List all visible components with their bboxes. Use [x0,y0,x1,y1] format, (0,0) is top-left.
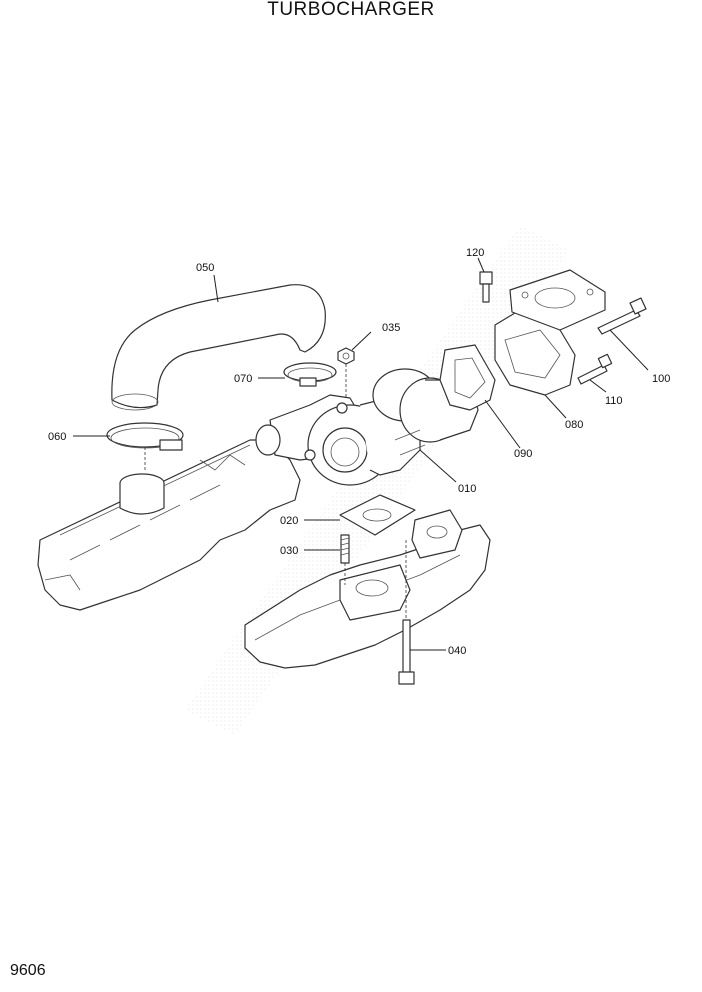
callout-090: 090 [514,448,532,460]
callout-050: 050 [196,262,214,274]
intake-manifold [37,439,301,611]
callout-020: 020 [280,515,298,527]
exhaust-manifold [244,509,491,669]
bolt-110 [577,353,613,385]
callout-040: 040 [448,645,466,657]
callout-010: 010 [458,483,476,495]
callout-120: 120 [466,247,484,259]
hose-clamp-060 [106,422,184,470]
callout-070: 070 [234,373,252,385]
bolt-120 [479,271,493,303]
callout-060: 060 [48,431,66,443]
gasket-020 [339,494,416,536]
bolt-100 [597,297,647,335]
bolt-040 [398,540,415,685]
callout-035: 035 [382,322,400,334]
gasket-090 [439,344,496,411]
callout-110: 110 [605,395,623,407]
hose-clamp-070 [283,362,337,387]
intake-pipe [111,284,326,411]
page-title: TURBOCHARGER [267,0,435,20]
stud-030 [340,534,350,585]
page-number: 9606 [10,962,46,979]
callout-030: 030 [280,545,298,557]
nut-035 [337,347,355,398]
callout-100: 100 [652,373,670,385]
exhaust-elbow [494,269,606,396]
leader-lines [73,257,649,651]
callout-080: 080 [565,419,583,431]
